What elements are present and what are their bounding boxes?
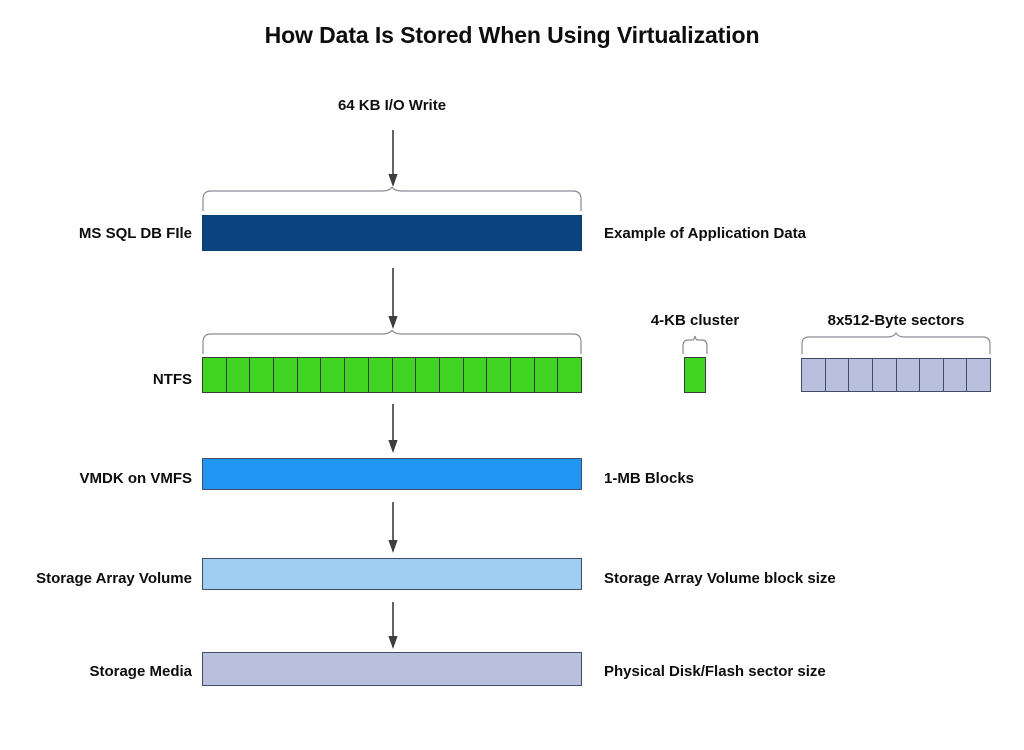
row-label-storage-array-volume: Storage Array Volume	[36, 570, 192, 587]
row-caption-vmdk-on-vmfs: 1-MB Blocks	[604, 470, 695, 487]
ntfs-cluster-cell	[438, 357, 464, 393]
row-caption-ms-sql-db-file: Example of Application Data	[604, 225, 806, 242]
ntfs-cluster-cell	[533, 357, 559, 393]
sector-cell	[824, 358, 850, 392]
ntfs-cluster-cell	[509, 357, 535, 393]
arrow-vmdk-to-array	[386, 502, 400, 554]
sector-cell	[966, 358, 991, 392]
ntfs-cluster-cell	[225, 357, 251, 393]
ntfs-cluster-cell	[367, 357, 393, 393]
legend-title-cluster: 4-KB cluster	[650, 312, 740, 329]
ntfs-cluster-cell	[415, 357, 440, 393]
brace-sql-file	[202, 187, 582, 211]
ntfs-cluster-cell	[273, 357, 298, 393]
ntfs-cluster-cell	[462, 357, 488, 393]
sector-cell	[848, 358, 873, 392]
legend-title-sectors: 8x512-Byte sectors	[827, 312, 965, 329]
row-caption-storage-array-volume: Storage Array Volume block size	[604, 570, 836, 587]
legend-cell-4kb-cluster	[684, 357, 706, 393]
sector-cell	[895, 358, 921, 392]
ntfs-cluster-cell	[202, 357, 227, 393]
ntfs-cluster-cell	[557, 357, 582, 393]
row-label-ms-sql-db-file: MS SQL DB FIle	[78, 225, 192, 242]
ntfs-cluster-cell	[249, 357, 275, 393]
arrow-sql-to-ntfs	[386, 268, 400, 330]
row-label-ntfs: NTFS	[152, 371, 192, 388]
ntfs-cluster-cell	[296, 357, 322, 393]
ntfs-cluster-cell	[486, 357, 511, 393]
brace-ntfs	[202, 330, 582, 354]
row-label-storage-media: Storage Media	[89, 663, 192, 680]
ntfs-cluster-cell	[344, 357, 369, 393]
row-caption-storage-media: Physical Disk/Flash sector size	[604, 663, 826, 680]
arrow-array-to-media	[386, 602, 400, 650]
legend-cells-512-byte-sectors	[801, 358, 991, 392]
bar-vmdk-on-vmfs	[202, 458, 582, 490]
arrow-io-to-sql	[386, 130, 400, 188]
sector-cell	[871, 358, 897, 392]
row-label-vmdk-on-vmfs: VMDK on VMFS	[79, 470, 193, 487]
page-title: How Data Is Stored When Using Virtualiza…	[264, 22, 760, 48]
bar-storage-array-volume	[202, 558, 582, 590]
brace-cluster	[682, 334, 708, 354]
sector-cell	[919, 358, 944, 392]
bar-storage-media	[202, 652, 582, 686]
sector-cell	[942, 358, 968, 392]
io-write-label: 64 KB I/O Write	[337, 97, 447, 114]
arrow-ntfs-to-vmdk	[386, 404, 400, 454]
bar-ntfs-clusters	[202, 357, 582, 393]
ntfs-cluster-cell	[391, 357, 417, 393]
brace-sectors	[801, 332, 991, 354]
ntfs-cluster-cell	[320, 357, 346, 393]
bar-ms-sql-db-file	[202, 215, 582, 251]
sector-cell	[801, 358, 826, 392]
